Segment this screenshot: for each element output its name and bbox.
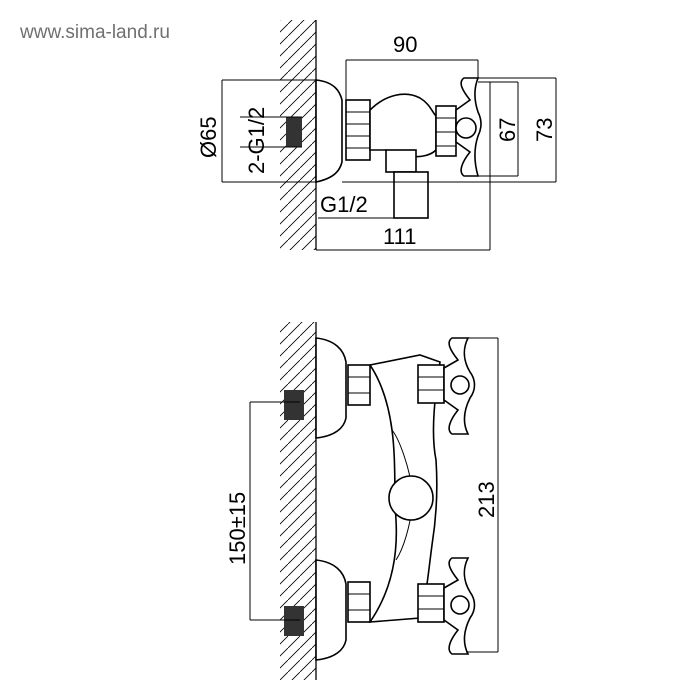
top-nut <box>345 99 371 161</box>
front-escutcheon-top <box>315 337 347 439</box>
top-escutcheon <box>315 79 343 183</box>
front-nut-top <box>347 364 371 406</box>
front-outlet <box>388 475 434 521</box>
top-outlet-pipe <box>393 171 429 219</box>
dim-111-label: 111 <box>383 224 416 249</box>
front-nut-bottom <box>347 581 371 623</box>
dim-65-label: Ø65 <box>196 116 221 158</box>
dim-67-label: 67 <box>495 118 520 142</box>
top-view: 90 Ø65 2-G1/2 G1/2 111 67 73 <box>196 20 557 251</box>
top-handle-base <box>435 105 457 157</box>
front-handle-base-top <box>417 364 445 404</box>
front-view: 150±15 213 <box>225 322 499 680</box>
watermark-text: www.sima-land.ru <box>19 22 170 43</box>
top-inlet-connector <box>286 117 302 147</box>
front-inlet-bottom <box>284 606 304 636</box>
dim-90-label: 90 <box>393 32 417 57</box>
top-handle-hub <box>455 117 477 139</box>
front-handle-base-bottom <box>417 583 445 623</box>
dim-150-label: 150±15 <box>225 492 250 565</box>
front-inlet-top <box>284 390 304 420</box>
top-outlet-nut <box>385 149 417 173</box>
top-body <box>369 93 437 158</box>
dim-213-label: 213 <box>474 481 499 518</box>
dim-73-label: 73 <box>532 118 557 142</box>
front-escutcheon-bottom <box>315 559 347 661</box>
dim-inlet-label: 2-G1/2 <box>244 107 269 174</box>
dim-outlet-label: G1/2 <box>320 192 368 217</box>
